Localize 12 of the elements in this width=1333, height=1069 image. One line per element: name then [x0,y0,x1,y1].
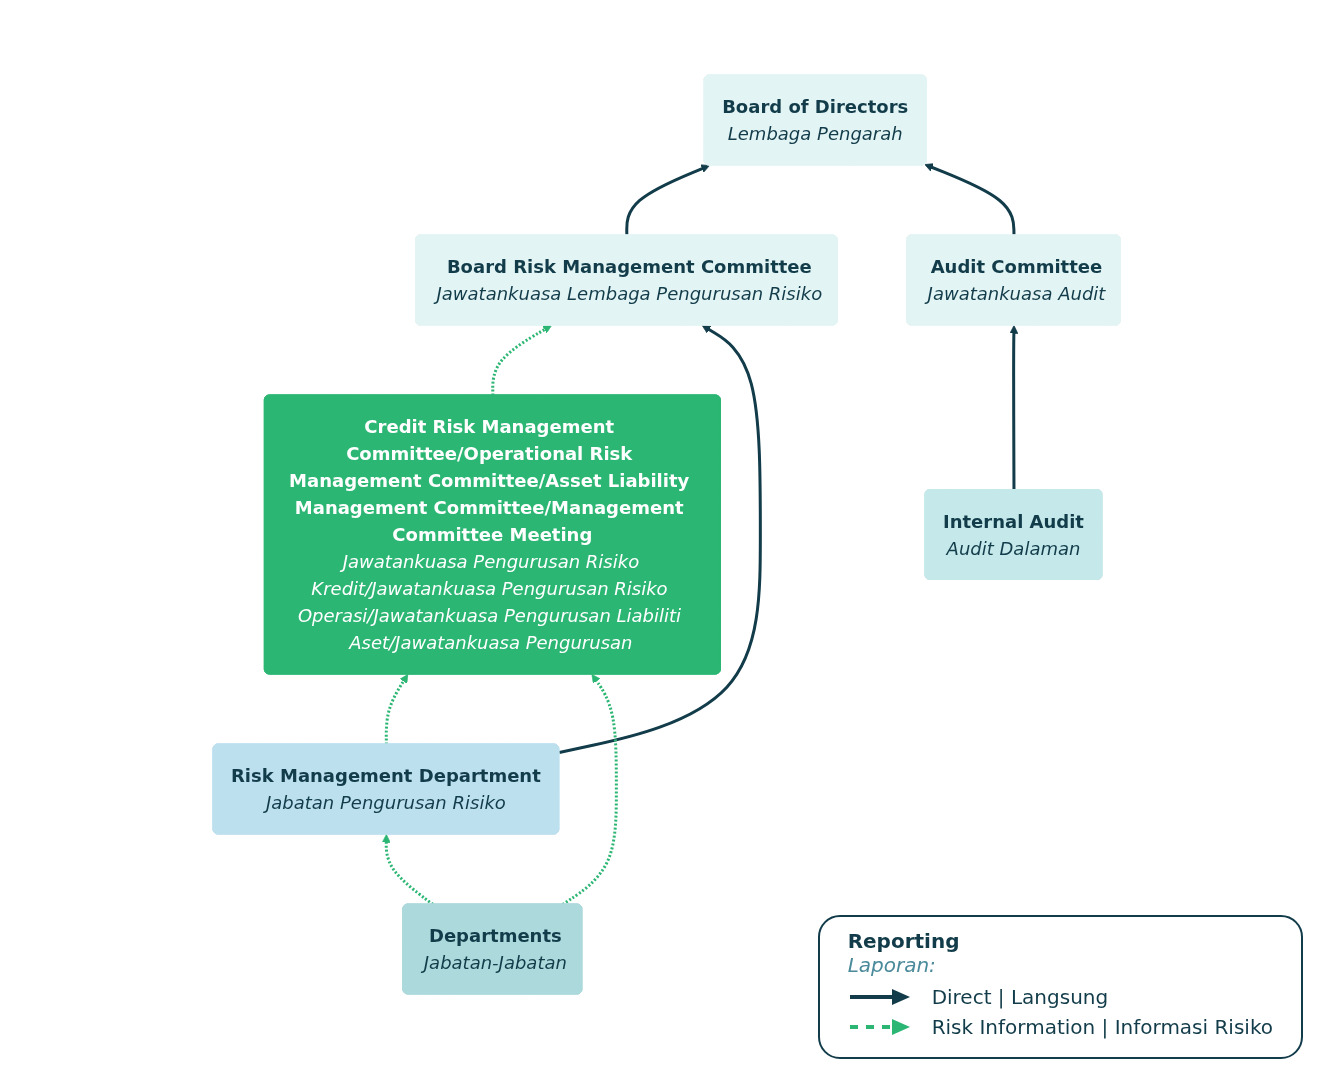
arrow [561,674,618,906]
arrow [558,325,762,755]
arrow [381,834,434,906]
arrow [924,163,1016,236]
arrow [491,325,552,396]
arrow [384,674,408,745]
legend-subtitle: Laporan: [847,953,937,977]
legend-title: Reporting [847,929,961,953]
legend-text: Risk Information | Informasi Risiko [931,1015,1273,1039]
arrow [1009,325,1019,490]
arrow [625,164,710,236]
legend-text: Direct | Langsung [931,985,1109,1009]
